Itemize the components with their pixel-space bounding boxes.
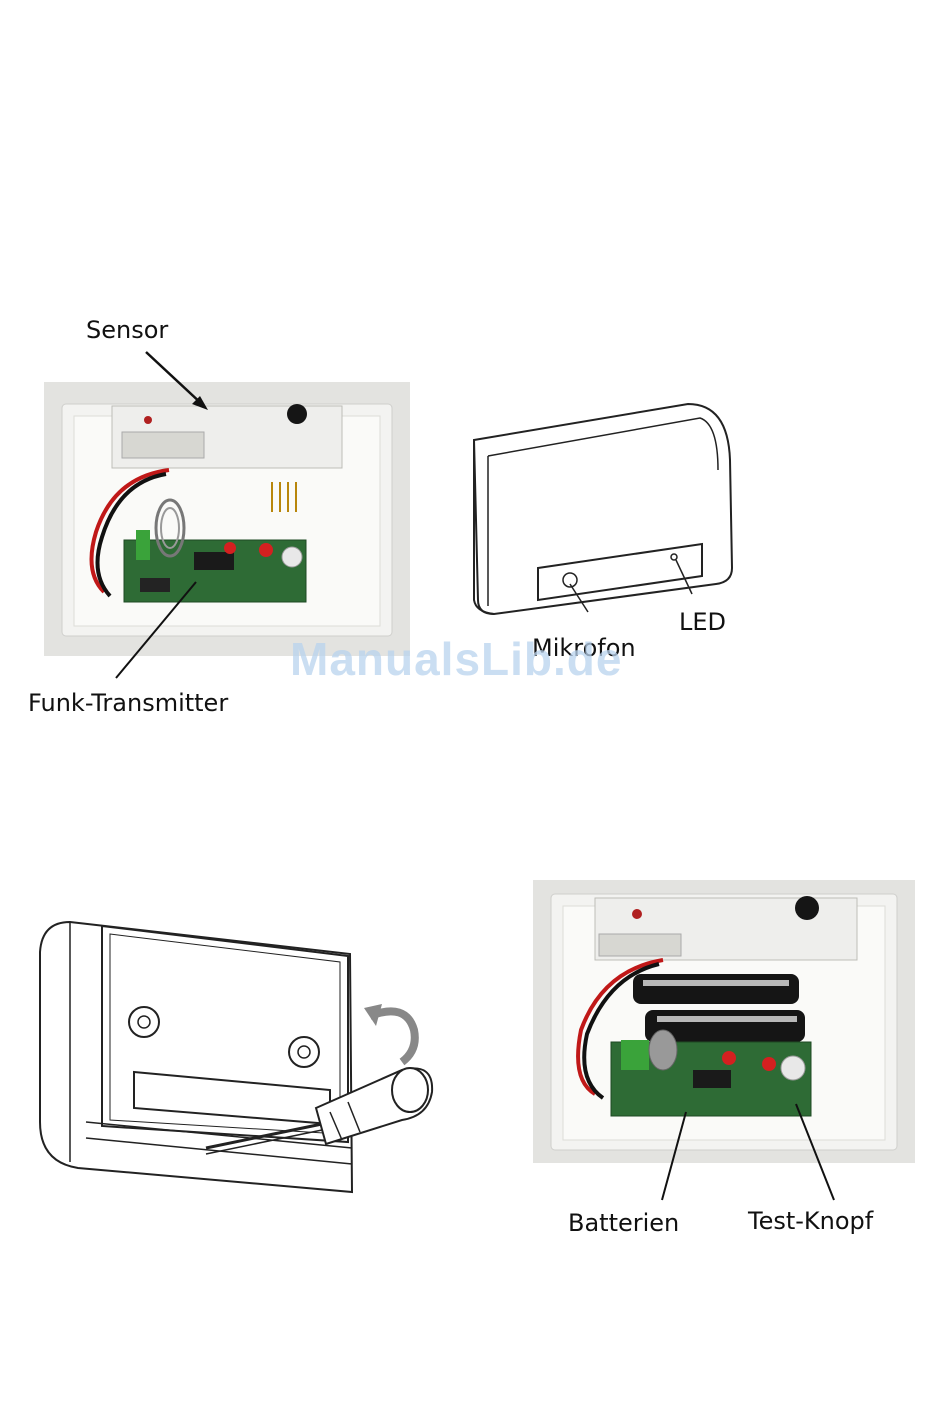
watermark: ManualsLib.de — [290, 632, 622, 686]
drawing-closed-detector — [466, 400, 738, 620]
pointer-batterien — [656, 1108, 696, 1204]
label-test-knopf: Test-Knopf — [748, 1209, 873, 1233]
drawing-open-with-screwdriver — [30, 912, 450, 1202]
photo-open-housing-top — [44, 382, 410, 656]
label-sensor: Sensor — [86, 318, 168, 342]
photo-open-housing-batteries — [533, 880, 915, 1163]
label-led: LED — [679, 610, 726, 634]
label-funk-transmitter: Funk-Transmitter — [28, 691, 228, 715]
pointer-test-knopf — [790, 1100, 840, 1204]
arrow-sensor — [140, 348, 220, 418]
label-batterien: Batterien — [568, 1211, 679, 1235]
arrow-funk-transmitter — [110, 572, 210, 684]
